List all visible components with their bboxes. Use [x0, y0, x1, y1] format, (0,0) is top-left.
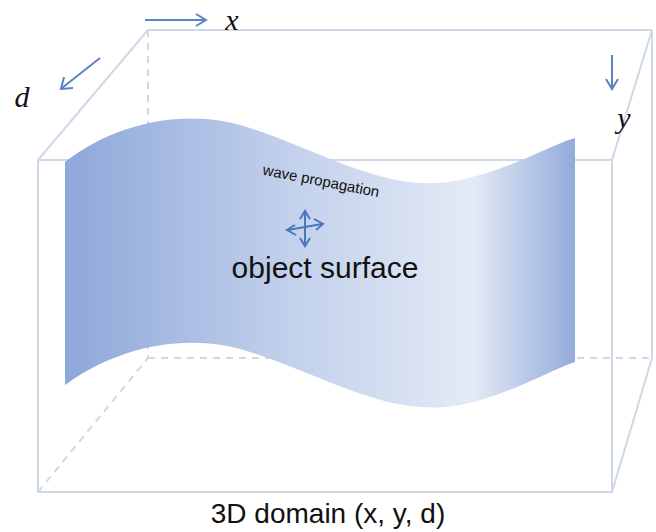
surface-label: object surface [232, 251, 419, 285]
arrow-head [606, 79, 618, 89]
axis-label: x [225, 3, 238, 37]
caption: 3D domain (x, y, d) [211, 498, 445, 530]
top-right-edge [612, 30, 652, 160]
axis-label: y [617, 101, 630, 135]
arrow-head [196, 14, 206, 26]
bottom-right-edge [612, 358, 652, 492]
object-surface: wave propagationobject surface [60, 100, 582, 420]
back-right-edge [651, 30, 653, 358]
x-axis-arrow [145, 19, 205, 21]
axis-label: d [15, 80, 30, 114]
y-axis-arrow [611, 55, 613, 88]
d-axis-arrow [62, 58, 100, 88]
back-top-edge [148, 29, 652, 31]
arrow-head [61, 77, 73, 89]
hidden-edge [38, 358, 148, 492]
